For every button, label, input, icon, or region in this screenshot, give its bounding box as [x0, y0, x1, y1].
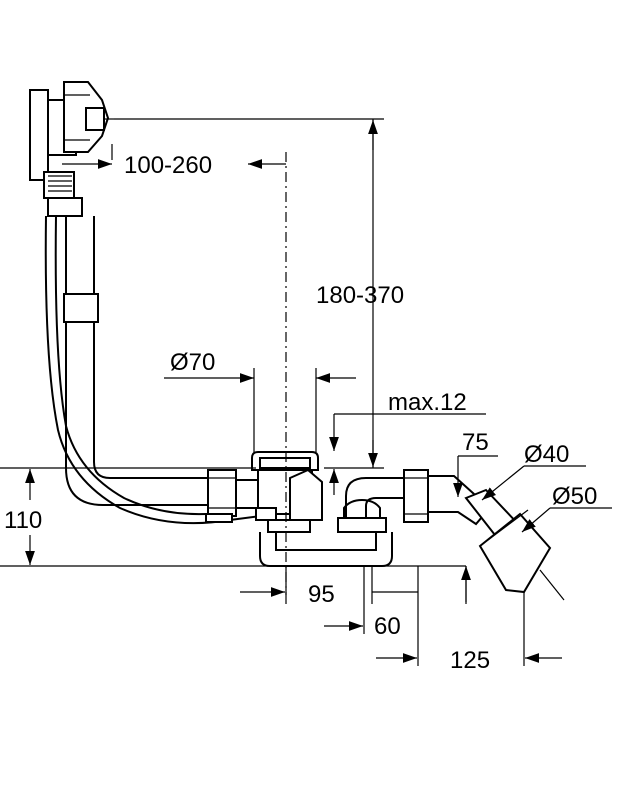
- dim-100-260: 100-260: [62, 144, 286, 179]
- label-75: 75: [462, 429, 489, 456]
- angled-outlet-pipe: [464, 488, 552, 594]
- dim-diameter-40: Ø40: [481, 441, 586, 501]
- dim-110: 110: [0, 467, 466, 567]
- dim-125: 125: [376, 592, 562, 674]
- label-100-260: 100-260: [124, 152, 212, 179]
- label-110: 110: [4, 507, 42, 534]
- overflow-head: [29, 81, 114, 181]
- label-125: 125: [450, 647, 490, 674]
- outlet-elbow: [345, 469, 490, 526]
- drain-valve: [235, 451, 323, 533]
- dim-max-12: max.12: [329, 389, 486, 495]
- overflow-pipe: [63, 216, 212, 506]
- label-max-12: max.12: [388, 389, 467, 416]
- left-nut: [205, 469, 237, 523]
- label-diameter-50: Ø50: [552, 483, 597, 510]
- dim-diameter-70: Ø70: [164, 349, 356, 452]
- dim-95: 95: [240, 566, 418, 608]
- dim-180-370: 180-370: [114, 118, 404, 469]
- dim-diameter-50: Ø50: [521, 483, 612, 601]
- dim-60: 60: [324, 566, 471, 640]
- threaded-connector: [43, 171, 83, 217]
- bowden-cable: [44, 215, 269, 525]
- label-95: 95: [308, 581, 335, 608]
- label-diameter-40: Ø40: [524, 441, 569, 468]
- label-60: 60: [374, 613, 401, 640]
- dim-75: 75: [453, 429, 498, 497]
- label-diameter-70: Ø70: [170, 349, 215, 376]
- label-180-370: 180-370: [316, 282, 404, 309]
